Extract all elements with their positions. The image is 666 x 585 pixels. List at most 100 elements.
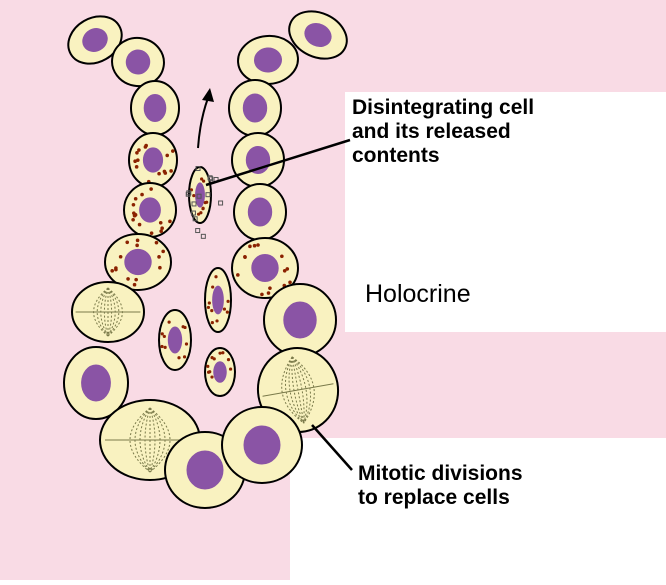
spindle-fibre [107,287,120,337]
fragment-granule [202,179,206,183]
fragment-granule [226,358,231,362]
secretory-granule [135,150,139,155]
secretory-granule [126,277,130,281]
secretory-granule [137,222,142,227]
fragment-granule [163,345,167,349]
released-debris [207,175,213,181]
fragment-granule [214,275,218,279]
cell-nucleus [186,450,224,490]
cell-nucleus [142,147,164,173]
secretory-granule [168,219,172,224]
disintegrating-cell-label: Disintegrating cell and its released con… [352,96,534,168]
spindle-fibre [129,407,151,473]
epithelial-cell [104,233,172,291]
secretory-granule [149,231,154,235]
epithelial-cell [231,132,285,188]
disintegrating-cell [158,309,192,371]
secretion-type-label: Holocrine [365,280,471,308]
epithelial-cell [111,36,165,88]
secretory-granule [236,273,240,277]
epithelial-cell [228,79,282,137]
secretory-granule [243,255,247,259]
released-debris [208,176,214,182]
fragment-granule [201,206,205,210]
fragment-granule [208,370,212,374]
secretory-granule [158,220,163,225]
secretory-granule [159,229,163,234]
fragment-granule [205,200,209,204]
secretory-granule [266,291,271,295]
secretory-granule [133,196,138,201]
epithelial-cell [67,15,123,65]
secretory-granule [135,238,140,243]
fragment-granule [218,351,222,355]
secretory-granule [169,169,173,173]
secretory-granule [131,217,135,222]
fragment-granule [182,355,187,359]
cell-nucleus [242,93,268,123]
disintegrating-pointer-line [205,138,351,187]
secretory-granule [165,153,170,158]
cell-nucleus [243,425,281,465]
secretory-granule [288,280,292,285]
secretory-granule [131,202,136,207]
secretory-granule [157,255,161,259]
secretion-arrow-shaft [197,97,209,149]
disintegrating-cell [204,267,232,333]
secretory-granule [280,254,284,259]
fragment-granule [215,319,219,323]
epithelial-cell [63,346,129,420]
disintegrating-label-line-2: and its released [352,120,511,144]
secretion-arrowhead [202,88,214,102]
cell-nucleus [251,254,279,282]
secretory-granule [118,254,123,259]
secretory-granule [161,249,165,254]
disintegrating-label-line-3: contents [352,144,440,168]
epithelial-cell [130,80,180,136]
secretory-granule [135,243,139,248]
fragment-granule [206,364,210,368]
secretory-granule [282,268,287,273]
secretory-granule [163,171,168,175]
fragment-nucleus [167,326,183,354]
cell-nucleus [139,197,161,223]
spindle-fibre [149,407,171,473]
secretory-granule [154,240,159,245]
fragment-granule [221,351,225,355]
lumen-fragments [158,166,236,397]
cell-nucleus [82,28,108,52]
spindle-fibre [96,287,109,337]
secretory-granule [110,269,114,273]
fragment-granule [210,309,214,313]
released-debris [218,200,224,206]
secretory-granule [133,159,137,164]
fragment-granule [206,305,211,310]
fragment-granule [160,344,164,349]
fragment-granule [181,325,185,329]
cell-nucleus [81,364,111,402]
released-debris [192,216,198,222]
fragment-granule [210,375,214,379]
cell-nucleus [304,23,332,47]
secretory-granule [125,240,130,245]
fragment-granule [192,193,196,198]
fragment-granule [211,285,215,289]
fragment-nucleus [213,361,227,383]
secretory-granule [144,143,148,148]
secretory-granule [132,282,137,287]
epithelial-cell [263,283,337,357]
fragment-granule [200,177,204,181]
metaphase-plate [262,383,334,397]
disintegrating-cell [204,347,236,397]
released-debris [200,233,206,239]
cell-nucleus [283,301,317,339]
cell-nucleus [124,248,152,276]
fragment-granule [162,334,166,339]
released-debris [195,228,201,234]
secretory-granule [268,286,272,290]
epithelial-cell [237,34,299,86]
fragment-granule [177,356,181,360]
secretory-granule [134,165,139,169]
secretory-granule [160,226,164,231]
cell-nucleus [143,94,167,122]
